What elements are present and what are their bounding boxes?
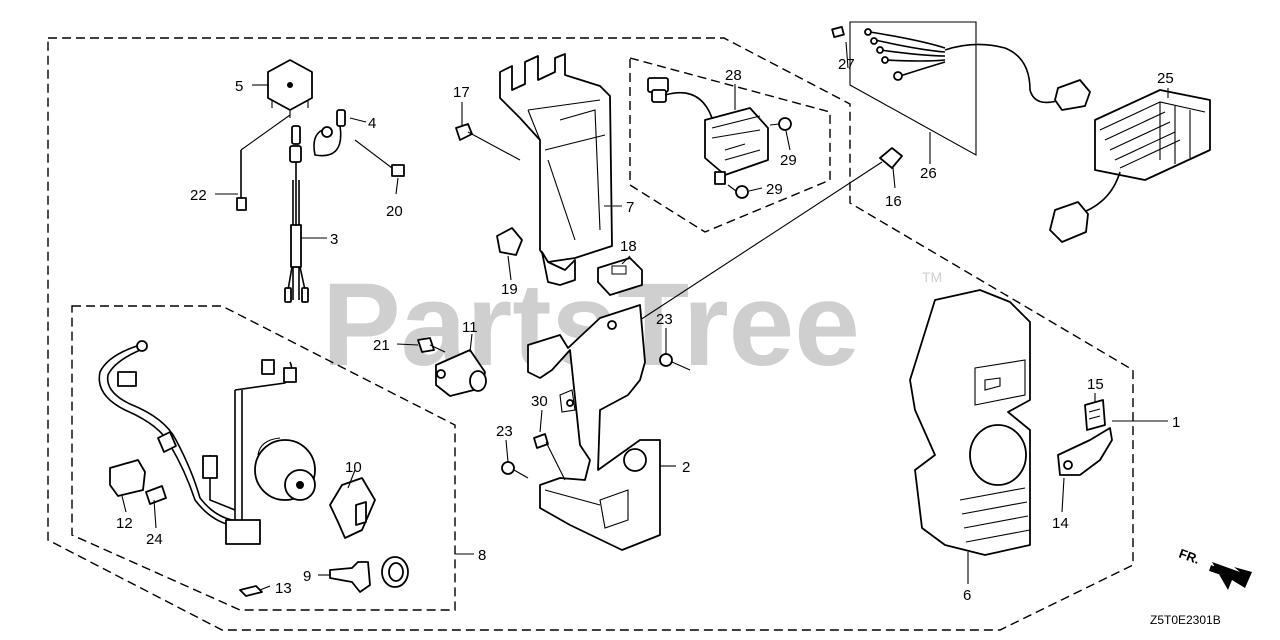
callout-numbers: 5 4 3 22 20 17 7 19 18 28 29 29 27 26 25… [116,56,1180,604]
part-socket-11 [435,349,487,397]
callout-17: 17 [453,84,470,101]
screw-20 [354,139,405,177]
part-harness-26 [831,25,1091,111]
callout-6: 6 [963,587,971,604]
cushion-18 [597,257,643,296]
part-rectifier [267,59,313,118]
leader-lines [121,41,1169,591]
screw-29-upper [769,117,792,131]
nut-30 [533,433,566,481]
callout-21: 21 [373,337,390,354]
callout-12: 12 [116,515,133,532]
callout-16: 16 [885,193,902,210]
part-ring [381,556,409,588]
callout-27: 27 [838,56,855,73]
part-side-cover-6 [909,289,1031,556]
callout-18: 18 [620,238,637,255]
part-regulator-25 [1049,89,1211,243]
screw-29-lower [727,184,749,199]
callout-26: 26 [920,165,937,182]
part-plate-14 [1057,427,1113,476]
part-key-9 [329,561,371,593]
callout-22: 22 [190,187,207,204]
callout-10: 10 [345,459,362,476]
callout-19: 19 [501,281,518,298]
assembly-boundary [47,37,1134,631]
bolt-22 [236,114,291,211]
callout-9: 9 [303,568,311,585]
diagram-code: Z5T0E2301B [1150,613,1221,627]
callout-28: 28 [725,67,742,84]
inverter-inset-boundary [629,57,831,233]
part-label-15 [1084,399,1106,431]
callout-30: 30 [531,393,548,410]
callout-8: 8 [478,547,486,564]
control-box-inset-boundary [71,305,456,611]
callout-23-upper: 23 [656,311,673,328]
callout-2: 2 [682,459,690,476]
part-inverter-unit [647,77,769,185]
part-ignition-switch [254,437,316,501]
callout-25: 25 [1157,70,1174,87]
callout-29-upper: 29 [780,152,797,169]
callout-7: 7 [626,199,634,216]
callout-15: 15 [1087,376,1104,393]
part-label-13 [239,585,263,597]
front-direction-label: FR. [1177,546,1202,567]
callout-11: 11 [462,319,478,336]
grommet-17 [455,123,521,161]
callout-1: 1 [1172,414,1180,431]
part-lead-wire-harness [284,125,309,303]
callout-20: 20 [386,203,403,220]
callout-29-lower: 29 [766,181,783,198]
part-key-10 [329,477,376,539]
callout-24: 24 [146,531,163,548]
screw-21 [417,337,446,353]
part-main-bracket-2 [527,304,661,551]
part-control-box-harness [98,340,297,545]
bolt-16 [639,147,903,321]
part-ground-lead [313,109,346,157]
watermark-trademark: TM [922,269,942,285]
callout-13: 13 [275,580,292,597]
screw-23-lower [501,461,529,479]
callout-23-lower: 23 [496,423,513,440]
callout-14: 14 [1052,515,1069,532]
callout-5: 5 [235,78,243,95]
callout-3: 3 [330,231,338,248]
harness-inset-boundary [849,21,977,156]
callout-4: 4 [368,115,376,132]
part-panel-bracket [499,53,613,286]
clip-19 [496,227,523,256]
front-direction-indicator: FR. [1177,546,1252,590]
